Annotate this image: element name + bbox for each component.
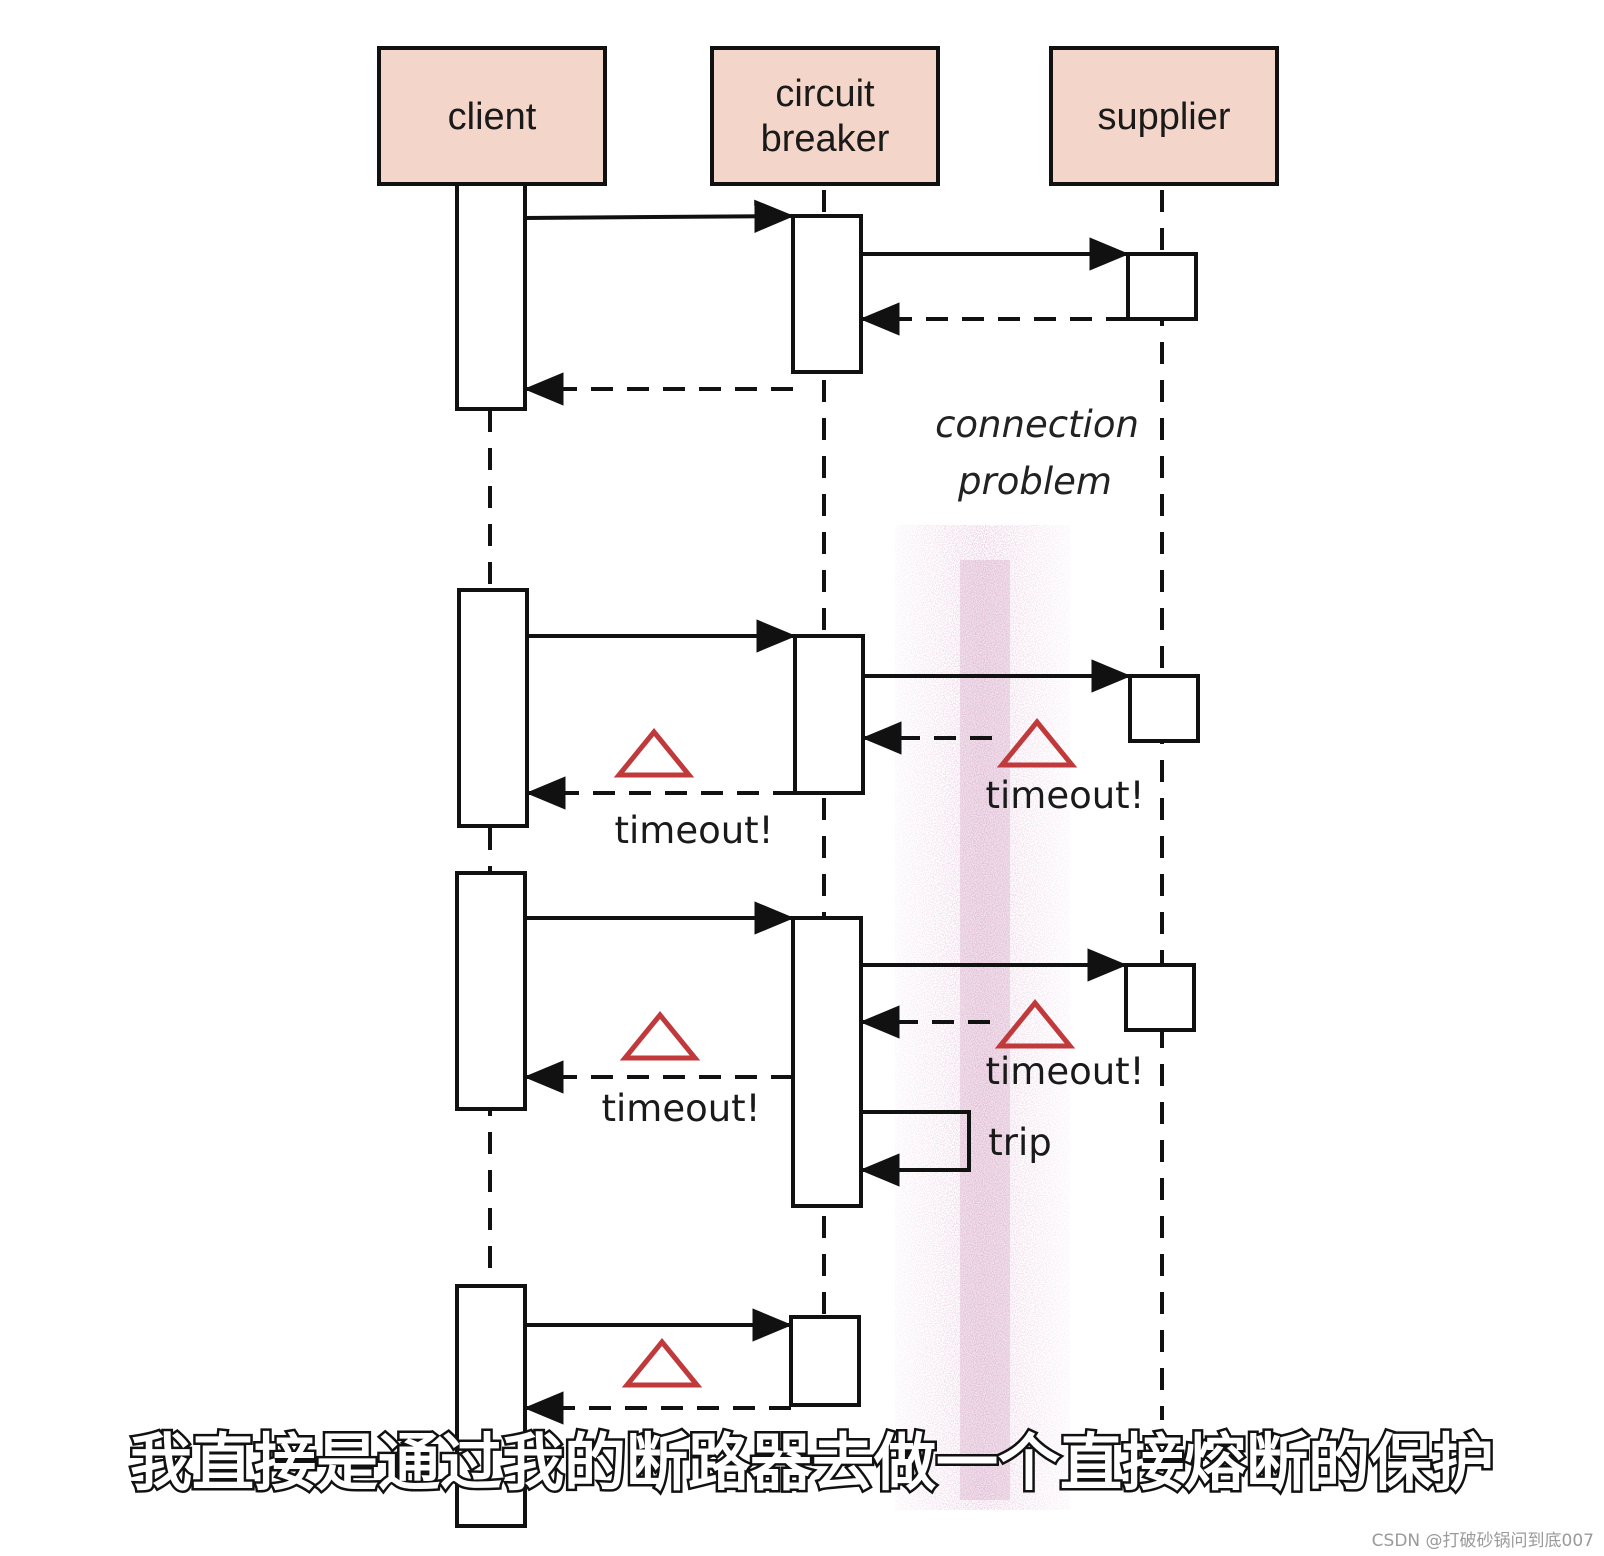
watermark: CSDN @打破砂锅问到底007 — [1372, 1531, 1594, 1551]
timeout-label: timeout! — [601, 1087, 760, 1130]
trip-self-message — [859, 1110, 971, 1187]
participant-supplier-label: supplier — [1097, 96, 1230, 138]
breaker-activation-4 — [789, 1315, 861, 1407]
warning-triangle-icon — [619, 1011, 701, 1061]
video-subtitle: 我直接是通过我的断路器去做一个直接熔断的保护 — [130, 1426, 1494, 1499]
connection-problem-zone — [895, 525, 1070, 1510]
client-activation-1 — [455, 182, 527, 411]
client-activation-3 — [455, 871, 527, 1111]
participant-supplier: supplier — [1049, 46, 1279, 186]
supplier-activation-3 — [1124, 963, 1196, 1032]
message-client-to-breaker-1 — [524, 199, 795, 233]
participant-client-label: client — [448, 96, 537, 138]
warning-icons — [613, 718, 1078, 1388]
connection-problem-note-line2: problem — [957, 460, 1112, 503]
activation-bars — [455, 182, 1200, 1528]
client-activation-2 — [457, 588, 529, 828]
participant-circuit-breaker: circuit breaker — [710, 46, 940, 186]
participant-circuit-breaker-label-line1: circuit — [775, 73, 875, 115]
participant-client: client — [377, 46, 607, 186]
breaker-activation-3 — [791, 916, 863, 1208]
timeout-label: timeout! — [985, 1050, 1144, 1093]
warning-triangle-icon — [994, 999, 1076, 1049]
warning-triangle-icon — [996, 718, 1078, 768]
breaker-activation-2 — [793, 634, 865, 795]
timeout-label: timeout! — [614, 809, 773, 852]
supplier-activation-1 — [1126, 252, 1198, 321]
supplier-activation-2 — [1128, 674, 1200, 743]
breaker-activation-1 — [791, 214, 863, 374]
lifelines — [488, 190, 1164, 1420]
warning-triangle-icon — [621, 1338, 703, 1388]
trip-label: trip — [988, 1121, 1052, 1164]
client-activation-4 — [455, 1284, 527, 1528]
warning-triangle-icon — [613, 728, 695, 778]
connection-problem-note-line1: connection — [935, 403, 1139, 446]
participant-circuit-breaker-label-line2: breaker — [761, 118, 890, 160]
messages — [523, 199, 1132, 1425]
timeout-label: timeout! — [985, 774, 1144, 817]
